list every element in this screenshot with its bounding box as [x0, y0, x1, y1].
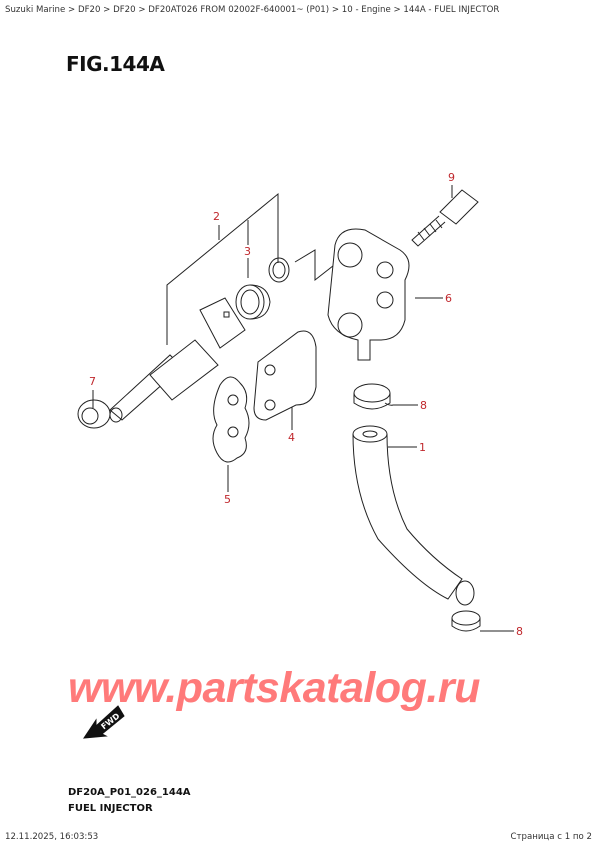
- leader-lines: [92, 185, 514, 632]
- part-4-insulator[interactable]: [253, 330, 317, 421]
- callout-4[interactable]: 4: [288, 431, 295, 444]
- part-5-cushion[interactable]: [212, 376, 250, 463]
- part-8-clamp-lower[interactable]: [451, 610, 481, 632]
- part-1-fuel-hose[interactable]: [352, 425, 475, 606]
- callout-8[interactable]: 8: [420, 399, 427, 412]
- part-3-grommet[interactable]: [235, 284, 271, 320]
- page-info: Страница с 1 по 2: [510, 832, 592, 842]
- part-6-delivery-pipe[interactable]: [327, 228, 410, 361]
- callout-8-lower[interactable]: 8: [516, 625, 523, 638]
- callout-3[interactable]: 3: [244, 245, 251, 258]
- diagram-name: FUEL INJECTOR: [68, 803, 153, 814]
- callout-7[interactable]: 7: [89, 375, 96, 388]
- part-2-injector[interactable]: [109, 297, 246, 423]
- callout-2[interactable]: 2: [213, 210, 220, 223]
- callout-labels: 1 2 3 4 5 6 7 8 8 9: [89, 171, 523, 638]
- watermark: www.partskatalog.ru: [68, 664, 480, 712]
- callout-6[interactable]: 6: [445, 292, 452, 305]
- print-timestamp: 12.11.2025, 16:03:53: [5, 832, 99, 842]
- breadcrumb: Suzuki Marine > DF20 > DF20 > DF20AT026 …: [5, 5, 500, 15]
- callout-9[interactable]: 9: [448, 171, 455, 184]
- part-9-bolt[interactable]: [411, 189, 479, 247]
- part-7-seal[interactable]: [77, 399, 111, 429]
- diagram-code: DF20A_P01_026_144A: [68, 787, 191, 798]
- part-o-ring[interactable]: [268, 257, 290, 283]
- part-8-clamp-upper[interactable]: [353, 383, 394, 410]
- callout-1[interactable]: 1: [419, 441, 426, 454]
- callout-5[interactable]: 5: [224, 493, 231, 506]
- figure-title: FIG.144A: [66, 52, 165, 76]
